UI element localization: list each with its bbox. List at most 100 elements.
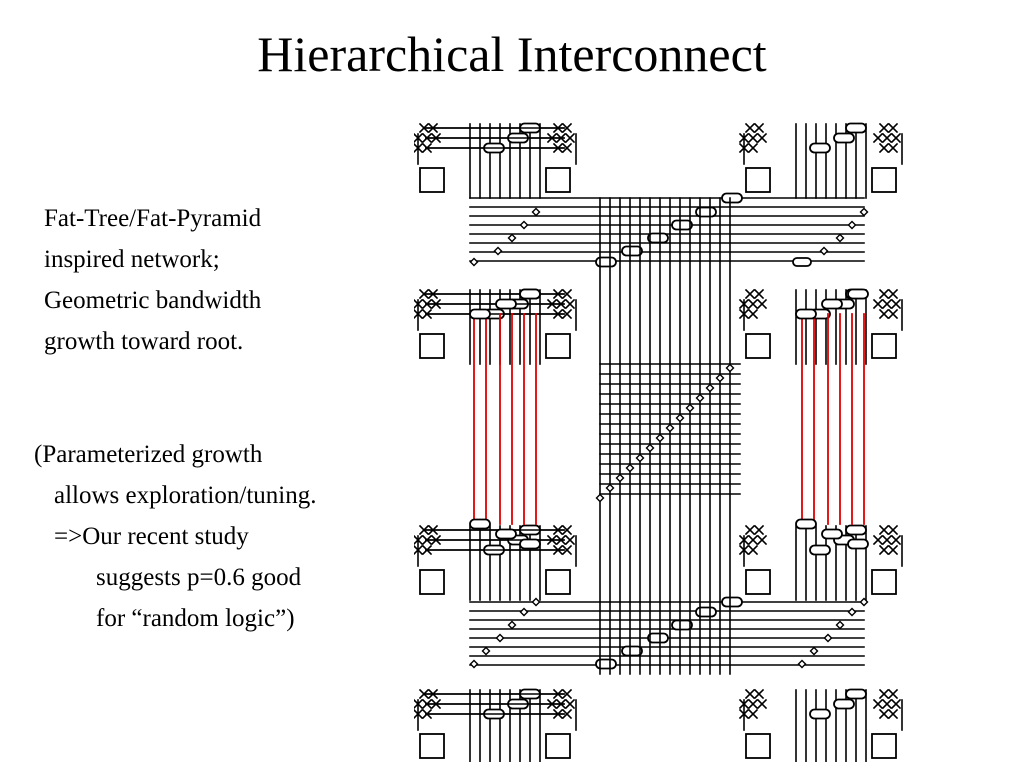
note-line-4: suggests p=0.6 good <box>96 564 302 591</box>
switch-node <box>695 606 717 618</box>
switch-node <box>519 538 541 550</box>
logic-block <box>871 733 897 759</box>
crossbar-x <box>890 698 902 710</box>
switch-point <box>675 413 685 423</box>
crossbar-x <box>756 698 768 710</box>
logic-block <box>419 569 445 595</box>
switch-point <box>469 257 479 267</box>
crossbar-x <box>890 534 902 546</box>
crossbar-x <box>887 544 899 556</box>
crossbar-x <box>744 288 756 300</box>
crossbar-x <box>418 122 430 134</box>
crossbar-x <box>744 122 756 134</box>
crossbar-x <box>747 544 759 556</box>
switch-point <box>797 659 807 669</box>
crossbar-x <box>418 688 430 700</box>
switch-point <box>685 403 695 413</box>
switch-point <box>645 443 655 453</box>
switch-node <box>833 132 855 144</box>
switch-point <box>519 220 529 230</box>
crossbar-x <box>561 688 573 700</box>
note-line-5: for “random logic”) <box>96 605 295 632</box>
switch-node <box>833 698 855 710</box>
crossbar-x <box>878 142 890 154</box>
switch-point <box>809 646 819 656</box>
logic-block <box>545 333 571 359</box>
switch-node <box>795 518 817 530</box>
crossbar-x <box>747 298 759 310</box>
crossbar-x <box>561 308 573 320</box>
switch-node <box>721 192 743 204</box>
switch-node <box>671 619 693 631</box>
description-line-4: growth toward root. <box>44 328 244 355</box>
switch-node <box>792 257 812 267</box>
crossbar-x <box>753 688 765 700</box>
crossbar-x <box>561 142 573 154</box>
switch-node <box>647 632 669 644</box>
logic-block <box>419 733 445 759</box>
crossbar-x <box>872 698 884 710</box>
switch-point <box>847 607 857 617</box>
switch-node <box>821 528 843 540</box>
crossbar-x <box>561 288 573 300</box>
switch-point <box>531 597 541 607</box>
crossbar-x <box>887 308 899 320</box>
crossbar-x <box>887 288 899 300</box>
crossbar-x <box>756 132 768 144</box>
switch-node <box>495 298 517 310</box>
logic-block <box>545 733 571 759</box>
crossbar-x <box>561 524 573 536</box>
crossbar-x <box>878 688 890 700</box>
description-text: Fat-Tree/Fat-Pyramid inspired network; G… <box>44 198 261 362</box>
switch-point <box>705 383 715 393</box>
logic-block <box>419 167 445 193</box>
switch-point <box>665 423 675 433</box>
switch-node <box>821 298 843 310</box>
crossbar-x <box>890 298 902 310</box>
switch-point <box>507 620 517 630</box>
crossbar-x <box>881 132 893 144</box>
crossbar-x <box>878 308 890 320</box>
crossbar-x <box>564 534 576 546</box>
switch-node <box>595 256 617 268</box>
crossbar-x <box>744 524 756 536</box>
crossbar-x <box>878 544 890 556</box>
switch-point <box>725 363 735 373</box>
crossbar-x <box>418 288 430 300</box>
crossbar-x <box>561 544 573 556</box>
crossbar-x <box>887 688 899 700</box>
switch-point <box>481 646 491 656</box>
switch-node <box>695 206 717 218</box>
switch-node <box>621 645 643 657</box>
crossbar-x <box>881 298 893 310</box>
crossbar-x <box>881 698 893 710</box>
switch-node <box>809 544 831 556</box>
switch-point <box>819 246 829 256</box>
switch-node <box>469 308 491 320</box>
switch-point <box>835 233 845 243</box>
switch-node <box>621 245 643 257</box>
switch-point <box>635 453 645 463</box>
interconnect-diagram <box>414 122 903 762</box>
crossbar-x <box>753 288 765 300</box>
description-line-1: Fat-Tree/Fat-Pyramid <box>44 205 262 232</box>
crossbar-x <box>878 122 890 134</box>
logic-block <box>545 569 571 595</box>
switch-point <box>823 633 833 643</box>
switch-point <box>847 220 857 230</box>
crossbar-x <box>747 132 759 144</box>
interconnect-network <box>414 122 903 762</box>
note-line-1: (Parameterized growth <box>34 441 263 468</box>
switch-point <box>625 463 635 473</box>
crossbar-x <box>564 698 576 710</box>
crossbar-x <box>890 132 902 144</box>
crossbar-x <box>872 132 884 144</box>
switch-point <box>507 233 517 243</box>
crossbar-x <box>887 142 899 154</box>
crossbar-x <box>747 708 759 720</box>
crossbar-x <box>747 308 759 320</box>
switch-node <box>845 122 867 134</box>
crossbar-x <box>878 524 890 536</box>
switch-node <box>845 688 867 700</box>
switch-point <box>595 493 605 503</box>
